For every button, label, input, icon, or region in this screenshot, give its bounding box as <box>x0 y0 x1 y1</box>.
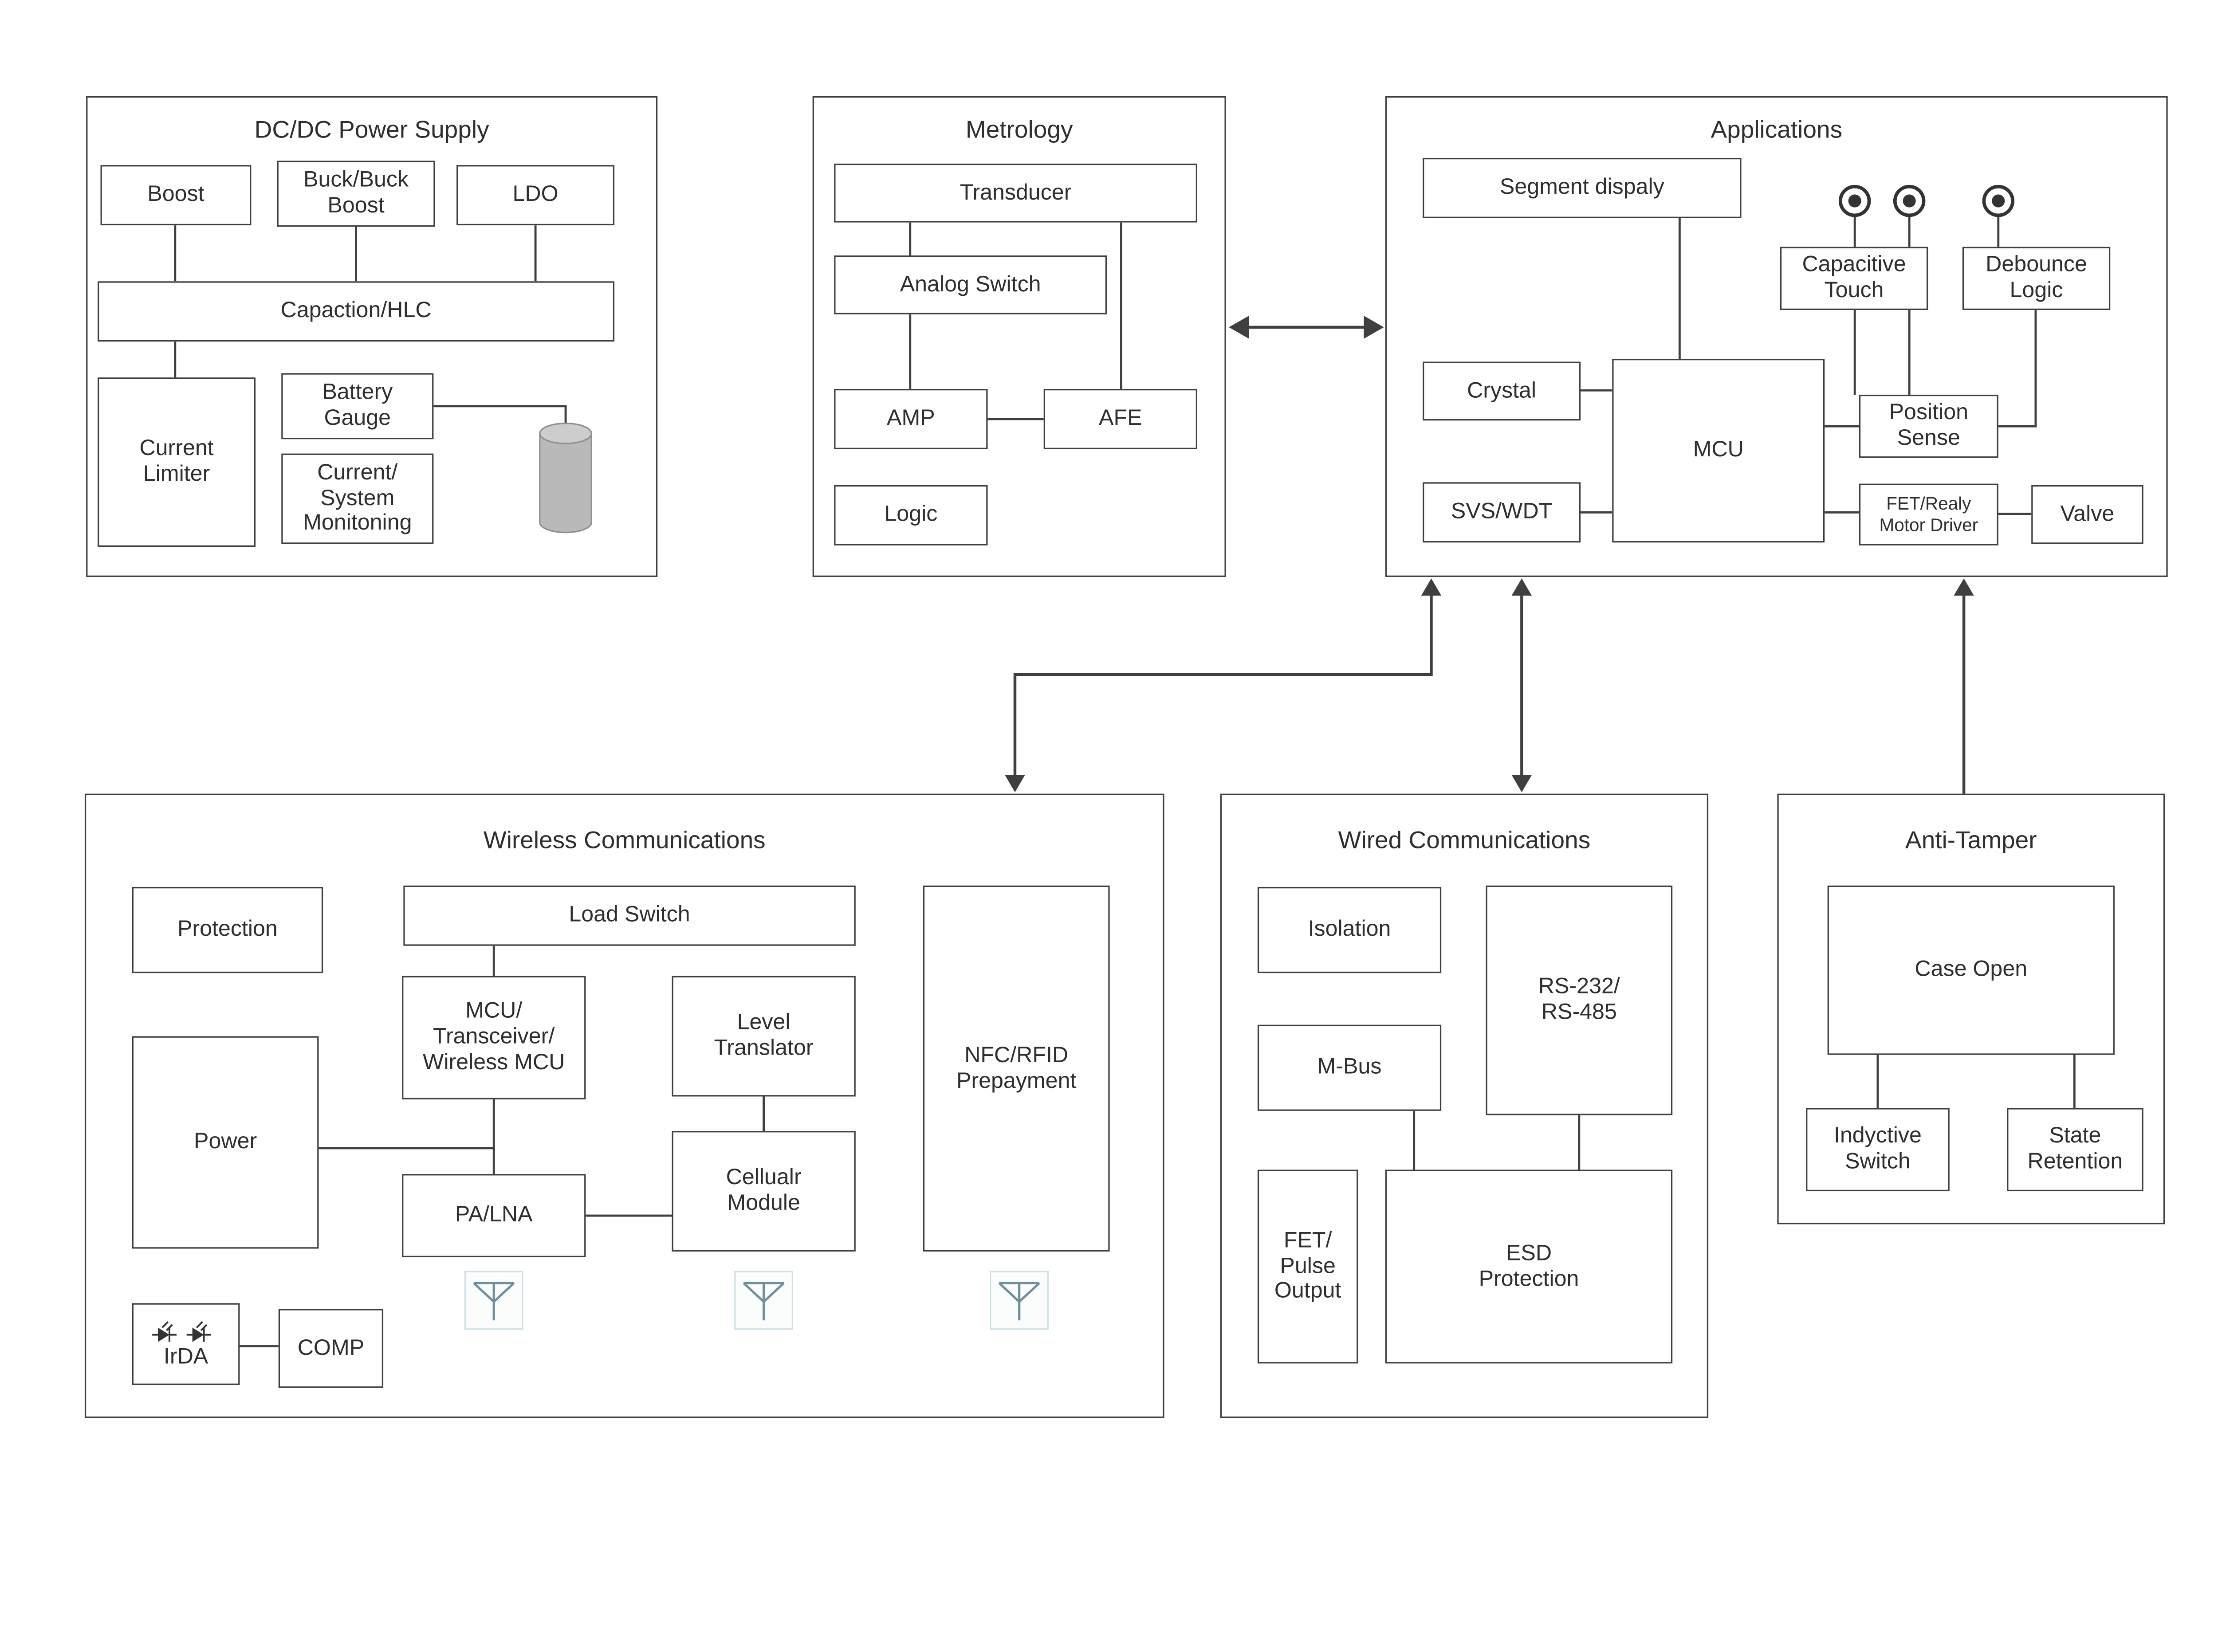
buck-buck-boost-node: Buck/Buck Boost <box>277 161 435 227</box>
touch-sensor-icon <box>1893 184 1926 217</box>
valve-node: Valve <box>2031 485 2143 544</box>
m-bus-node: M-Bus <box>1257 1024 1442 1111</box>
logic-node: Logic <box>834 485 988 545</box>
current-limiter-node: Current Limiter <box>98 377 256 547</box>
isolation-node: Isolation <box>1257 887 1442 973</box>
position-sense-node: Position Sense <box>1859 394 1998 458</box>
current-system-monitoring-node: Current/ System Monitoning <box>281 453 434 544</box>
mcu-node: MCU <box>1612 359 1825 543</box>
capaction-hlc-node: Capaction/HLC <box>98 281 615 342</box>
svs-wdt-node: SVS/WDT <box>1423 482 1581 543</box>
irda-node: IrDA <box>132 1303 240 1385</box>
mcu-transceiver-node: MCU/ Transceiver/ Wireless MCU <box>402 976 586 1099</box>
cellular-module-node: Cellualr Module <box>672 1131 856 1252</box>
antenna-icon <box>990 1271 1049 1330</box>
connector-lines <box>174 215 2076 1347</box>
inductive-switch-node: Indyctive Switch <box>1806 1108 1950 1192</box>
metrology-section <box>812 96 1226 577</box>
fet-pulse-output-node: FET/ Pulse Output <box>1257 1169 1358 1364</box>
battery-icon <box>539 423 592 534</box>
inter-section-arrows <box>1013 326 1966 794</box>
anti-tamper-section <box>1777 793 2165 1224</box>
touch-sensor-icon <box>1838 184 1871 217</box>
wired-communications-section <box>1220 793 1709 1418</box>
wired-communications-title: Wired Communications <box>1338 827 1591 854</box>
transducer-node: Transducer <box>834 163 1197 223</box>
wireless-communications-title: Wireless Communications <box>483 827 766 854</box>
metrology-title: Metrology <box>965 116 1073 144</box>
amp-node: AMP <box>834 389 988 449</box>
battery-gauge-node: Battery Gauge <box>281 373 434 439</box>
antenna-icon <box>734 1271 794 1330</box>
comp-node: COMP <box>278 1309 384 1388</box>
antenna-icon <box>464 1271 523 1330</box>
irda-label: IrDA <box>163 1344 208 1369</box>
irda-led-icon <box>151 1320 211 1342</box>
case-open-node: Case Open <box>1827 885 2115 1055</box>
protection-node: Protection <box>132 887 323 973</box>
crystal-node: Crystal <box>1423 361 1581 421</box>
ldo-node: LDO <box>456 165 615 226</box>
load-switch-node: Load Switch <box>403 885 856 946</box>
power-node: Power <box>132 1036 319 1249</box>
segment-display-node: Segment dispaly <box>1423 157 1742 218</box>
power-supply-title: DC/DC Power Supply <box>254 116 489 144</box>
applications-title: Applications <box>1711 116 1843 144</box>
pa-lna-node: PA/LNA <box>402 1174 586 1257</box>
nfc-rfid-prepayment-node: NFC/RFID Prepayment <box>923 885 1110 1252</box>
arrowheads <box>1005 315 1974 793</box>
anti-tamper-title: Anti-Tamper <box>1905 827 2037 854</box>
level-translator-node: Level Translator <box>672 976 856 1097</box>
afe-node: AFE <box>1043 389 1197 449</box>
boost-node: Boost <box>100 165 252 226</box>
fet-relay-motor-driver-node: FET/Realy Motor Driver <box>1859 483 1998 545</box>
debounce-logic-node: Debounce Logic <box>1962 247 2111 310</box>
rs232-rs485-node: RS-232/ RS-485 <box>1486 885 1673 1115</box>
capacitive-touch-node: Capacitive Touch <box>1780 247 1928 310</box>
esd-protection-node: ESD Protection <box>1385 1169 1673 1364</box>
wireless-communications-section <box>84 793 1164 1418</box>
applications-section <box>1385 96 2168 577</box>
power-supply-section <box>86 96 658 577</box>
analog-switch-node: Analog Switch <box>834 255 1107 314</box>
touch-sensor-icon <box>1982 184 2015 217</box>
state-retention-node: State Retention <box>2007 1108 2143 1192</box>
